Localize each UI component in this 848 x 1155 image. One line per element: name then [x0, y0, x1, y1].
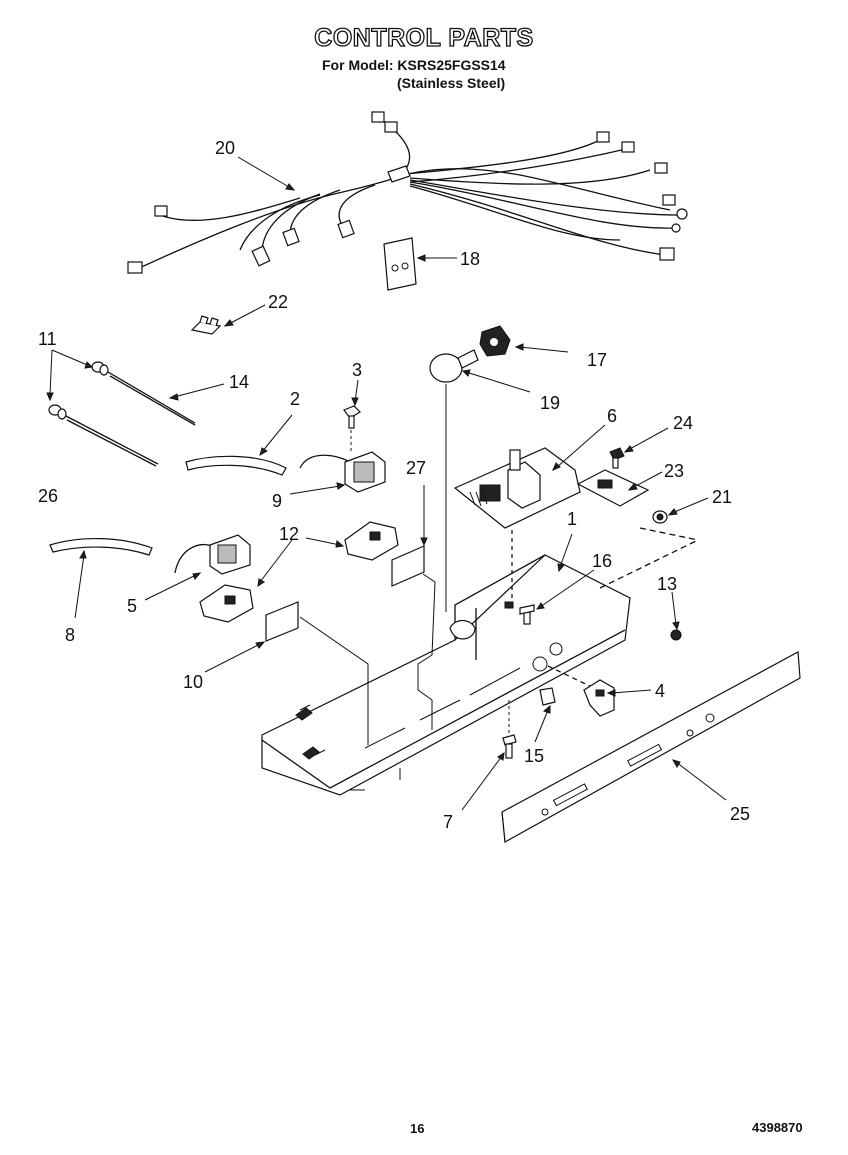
label-part: [265, 601, 299, 642]
front-panel-part: [501, 651, 801, 843]
pad-part: [383, 237, 417, 291]
model-line: For Model: KSRS25FGSS14: [322, 57, 506, 73]
tube-part: [49, 537, 153, 556]
screw-part: [670, 629, 682, 641]
callout-5: 5: [127, 596, 137, 616]
page-title: CONTROL PARTS: [314, 23, 534, 52]
lamp-socket-part: [479, 325, 511, 357]
knob-part: [539, 687, 556, 706]
callout-8: 8: [65, 625, 75, 645]
switch-part: [174, 534, 251, 575]
callout-4: 4: [655, 681, 665, 701]
callout-25: 25: [730, 804, 750, 824]
finish-line: (Stainless Steel): [397, 75, 506, 91]
thermostat-part: [583, 679, 615, 717]
callout-1: 1: [567, 509, 577, 529]
thermistor-part: [48, 361, 196, 467]
callout-13: 13: [657, 574, 677, 594]
callout-15: 15: [524, 746, 544, 766]
tube-part: [185, 455, 287, 476]
callout-6: 6: [607, 406, 617, 426]
leader-lines: [46, 156, 727, 811]
callout-20: 20: [215, 138, 235, 158]
callout-22: 22: [268, 292, 288, 312]
callout-17: 17: [587, 350, 607, 370]
screw-part: [519, 604, 535, 625]
bracket-part: [576, 469, 650, 507]
callout-7: 7: [443, 812, 453, 832]
callout-3: 3: [352, 360, 362, 380]
callout-10: 10: [183, 672, 203, 692]
callout-21: 21: [712, 487, 732, 507]
callout-12: 12: [279, 524, 299, 544]
control-board-part: [453, 447, 581, 529]
label-part: [391, 545, 425, 587]
document-number: 4398870: [752, 1120, 803, 1135]
callout-19: 19: [540, 393, 560, 413]
callout-2: 2: [290, 389, 300, 409]
callout-24: 24: [673, 413, 693, 433]
screw-part: [609, 447, 625, 469]
bracket-part: [199, 521, 399, 623]
callout-14: 14: [229, 372, 249, 392]
callout-18: 18: [460, 249, 480, 269]
screw-part: [502, 700, 517, 759]
callout-16: 16: [592, 551, 612, 571]
callout-labels: 1 2 3 4 5 6 7 8 9 10 11 12 13 14 15 16 1…: [38, 138, 750, 832]
light-bulb-part: [429, 349, 479, 383]
clip-part: [190, 315, 222, 335]
callout-9: 9: [272, 491, 282, 511]
callout-11: 11: [38, 329, 57, 349]
wire-harness-part: [127, 111, 688, 274]
page-number: 16: [410, 1121, 425, 1136]
callout-27: 27: [406, 458, 426, 478]
switch-part: [299, 451, 386, 493]
fitting-part: [652, 510, 668, 524]
callout-23: 23: [664, 461, 684, 481]
callout-26: 26: [38, 486, 58, 506]
screw-part: [343, 405, 361, 452]
